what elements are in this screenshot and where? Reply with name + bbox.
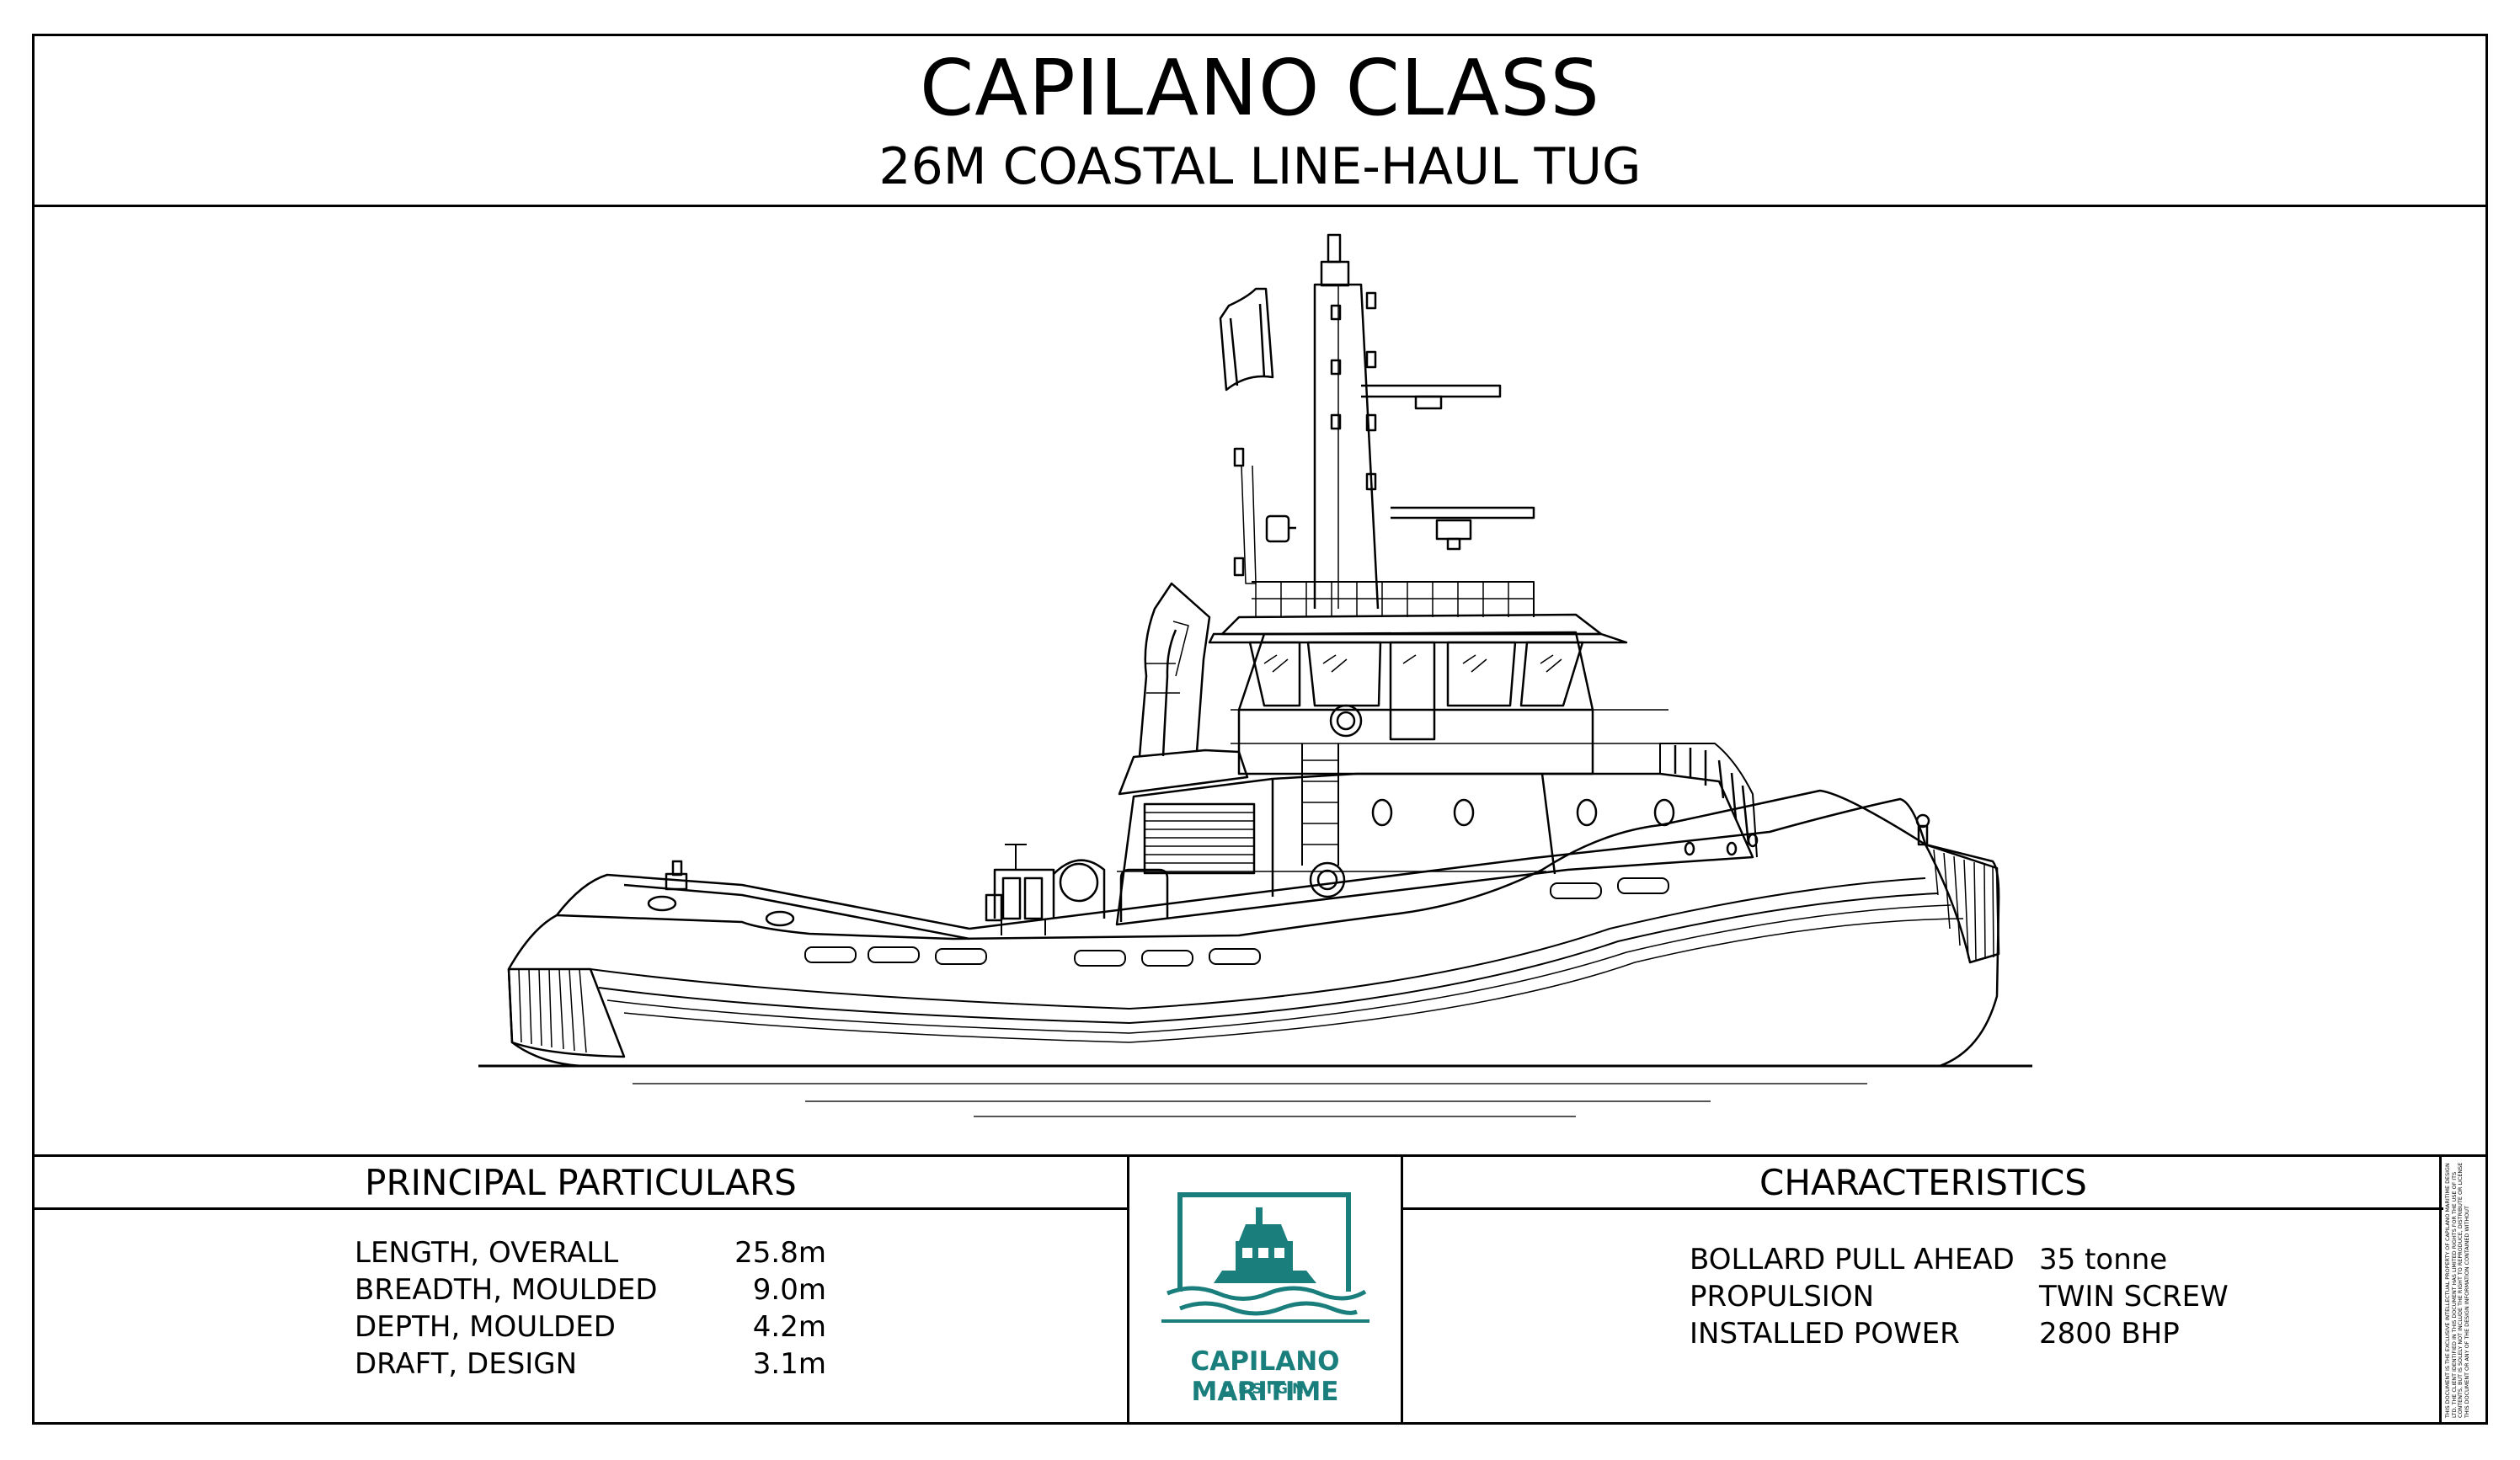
title-block: CAPILANO CLASS 26M COASTAL LINE-HAUL TUG	[35, 36, 2485, 207]
copyright-notes: THIS DOCUMENT IS THE EXCLUSIVE INTELLECT…	[2439, 1157, 2485, 1425]
logo-frame	[1177, 1192, 1351, 1292]
hull	[507, 789, 2000, 1068]
characteristic-label: BOLLARD PULL AHEAD	[1690, 1243, 2015, 1276]
copyright-notes-text: THIS DOCUMENT IS THE EXCLUSIVE INTELLECT…	[2444, 1162, 2470, 1418]
characteristics-heading: CHARACTERISTICS	[1403, 1157, 2443, 1210]
characteristics: CHARACTERISTICS BOLLARD PULL AHEAD 35 to…	[1403, 1157, 2443, 1425]
principal-particulars-heading: PRINCIPAL PARTICULARS	[35, 1157, 1127, 1210]
bottom-panel: PRINCIPAL PARTICULARS LENGTH, OVERALL 25…	[35, 1154, 2485, 1425]
characteristic-value: 35 tonne	[2039, 1243, 2168, 1276]
logo-mark	[1161, 1192, 1369, 1323]
particular-value: 9.0m	[752, 1273, 826, 1307]
drawing-sheet: CAPILANO CLASS 26M COASTAL LINE-HAUL TUG	[32, 34, 2488, 1425]
logo-company-name: CAPILANO MARITIME	[1190, 1346, 1340, 1407]
tug-profile-svg	[478, 233, 2032, 1117]
particular-label: DEPTH, MOULDED	[355, 1310, 616, 1344]
characteristic-label: INSTALLED POWER	[1690, 1317, 1960, 1351]
particular-value: 4.2m	[752, 1310, 826, 1344]
particular-value: 25.8m	[734, 1236, 826, 1270]
wake-lines	[633, 1083, 1867, 1117]
logo-company-sub: DESIGN	[1221, 1381, 1309, 1398]
drawing-title: CAPILANO CLASS	[920, 43, 1600, 133]
characteristic-value: 2800 BHP	[2039, 1317, 2180, 1351]
wheelhouse	[1118, 581, 1668, 866]
company-logo: CAPILANO MARITIME DESIGN	[1129, 1157, 1403, 1425]
particular-value: 3.1m	[752, 1347, 826, 1381]
mast	[1219, 233, 1535, 610]
tug-profile-drawing	[35, 205, 2485, 1154]
aft-winch	[985, 844, 1106, 935]
particular-label: BREADTH, MOULDED	[355, 1273, 658, 1307]
characteristic-value: TWIN SCREW	[2039, 1280, 2229, 1313]
characteristic-label: PROPULSION	[1690, 1280, 1875, 1313]
particular-label: LENGTH, OVERALL	[355, 1236, 619, 1270]
deckhouse	[1115, 743, 1759, 926]
principal-particulars: PRINCIPAL PARTICULARS LENGTH, OVERALL 25…	[35, 1157, 1129, 1425]
particular-label: DRAFT, DESIGN	[355, 1347, 578, 1381]
logo-tug-icon	[1214, 1207, 1316, 1283]
exhaust-stacks	[1138, 582, 1211, 757]
drawing-subtitle: 26M COASTAL LINE-HAUL TUG	[878, 137, 1642, 196]
